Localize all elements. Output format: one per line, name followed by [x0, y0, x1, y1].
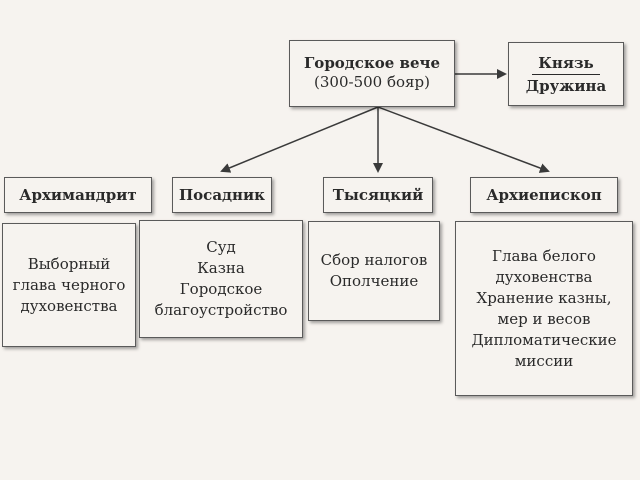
duty-line: мер и весов	[497, 309, 591, 328]
prince-druzhina: Дружина	[525, 76, 607, 95]
veche-box: Городское вече (300-500 бояр)	[289, 40, 455, 107]
duty-line: Дипломатические	[471, 330, 617, 349]
duty-line: благоустройство	[154, 301, 288, 319]
duty-line: глава черного	[12, 275, 126, 294]
duties-archbishop: Глава белого духовенства Хранение казны,…	[455, 221, 633, 396]
duty-line: Суд	[206, 238, 236, 256]
duties-archimandrite: Выборный глава черного духовенства	[2, 223, 136, 347]
posadnik-name: Посадник	[179, 186, 265, 204]
duty-line: Глава белого	[492, 246, 596, 265]
header-archbishop: Архиепископ	[470, 177, 618, 213]
tysyatsky-name: Тысяцкий	[332, 186, 424, 204]
header-archimandrite: Архимандрит	[4, 177, 152, 213]
duty-line: духовенства	[20, 296, 118, 315]
prince-box: Князь Дружина	[508, 42, 624, 106]
arrow-veche-to-posadnik	[220, 106, 379, 173]
arrow-veche-to-archbishop	[377, 106, 550, 173]
veche-subtitle: (300-500 бояр)	[314, 73, 430, 91]
prince-title: Князь	[532, 54, 600, 75]
duty-line: Городское	[179, 280, 263, 298]
archbishop-name: Архиепископ	[486, 186, 602, 204]
duty-line: миссии	[514, 351, 574, 370]
duty-line: Хранение казны,	[476, 288, 612, 307]
duties-posadnik: Суд Казна Городское благоустройство	[139, 220, 303, 338]
duty-line: Сбор налогов	[320, 251, 428, 269]
archimandrite-name: Архимандрит	[19, 186, 137, 204]
duty-line: духовенства	[495, 267, 593, 286]
header-tysyatsky: Тысяцкий	[323, 177, 433, 213]
duty-line: Ополчение	[329, 272, 419, 290]
header-posadnik: Посадник	[172, 177, 272, 213]
duty-line: Казна	[197, 259, 245, 277]
duty-line: Выборный	[27, 254, 111, 273]
veche-title: Городское вече	[303, 54, 441, 72]
duties-tysyatsky: Сбор налогов Ополчение	[308, 221, 440, 321]
